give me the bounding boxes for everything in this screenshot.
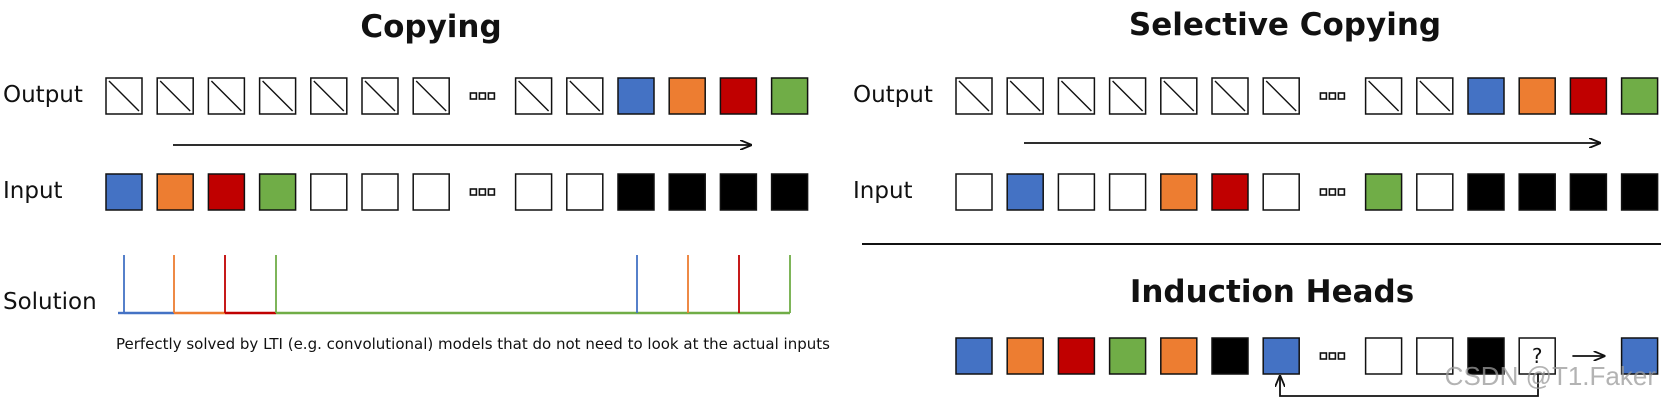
copying-caption: Perfectly solved by LTI (e.g. convolutio… — [116, 335, 830, 353]
induction-cell-white — [1364, 337, 1403, 375]
copying-input-row — [105, 173, 809, 211]
selective-output-blank-slash — [1060, 80, 1092, 112]
copying-input-cell-white — [514, 173, 553, 211]
selective-output-blank-slash — [1368, 80, 1400, 112]
copying-output-blank-slash — [108, 80, 140, 112]
watermark-text: CSDN @T1.Faker — [1445, 361, 1657, 391]
copying-output-blank-slash — [518, 80, 550, 112]
selective-output-blank-slash — [1009, 80, 1041, 112]
copying-output-blank-slash — [364, 80, 396, 112]
copying-input-cell-blue — [105, 173, 143, 211]
copying-solution-kernel — [118, 255, 791, 315]
copying-input-cell-white — [361, 173, 399, 211]
induction-cell-blue — [1262, 337, 1300, 375]
selective-output-blank-slash — [1419, 80, 1451, 112]
copying-output-blank-slash — [210, 80, 242, 112]
selective-input-cell-black — [1620, 173, 1659, 211]
induction-cell-red — [1057, 337, 1096, 375]
copying-input-cell-white — [566, 173, 604, 211]
copying-output-blank-slash — [313, 80, 345, 112]
copying-output-cell-green — [770, 77, 809, 115]
selective-output-blank-slash — [958, 80, 990, 112]
copying-output-cell-blue — [617, 77, 655, 115]
selective-input-cell-black — [1569, 173, 1608, 211]
selective-input-cell-white — [1262, 173, 1300, 211]
copying-input-cell-white — [310, 173, 348, 211]
copying-output-blank-slash — [159, 80, 191, 112]
copying-output-row — [105, 77, 809, 115]
selective-input-cell-orange — [1160, 173, 1198, 211]
copying-input-ellipsis — [469, 188, 496, 196]
induction-recall-arrow — [1280, 374, 1539, 397]
copying-input-cell-white — [412, 173, 450, 211]
selective-input-cell-blue — [1006, 173, 1044, 211]
induction-cell-orange — [1006, 337, 1044, 375]
copying-input-label: Input — [3, 178, 63, 204]
selective-input-cell-white — [1108, 173, 1147, 211]
copying-input-cell-red — [207, 173, 246, 211]
copying-output-label: Output — [3, 82, 83, 108]
copying-output-cell-orange — [668, 77, 706, 115]
selective-input-ellipsis — [1319, 188, 1346, 196]
copying-panel: Copying Output Input Solution Perfectly … — [3, 9, 830, 353]
copying-input-cell-black — [617, 173, 655, 211]
induction-query-mark: ? — [1532, 344, 1543, 368]
selective-input-cell-white — [955, 173, 993, 211]
induction-cell-white — [1416, 337, 1454, 375]
induction-cell-green — [1108, 337, 1147, 375]
selective-input-cell-black — [1518, 173, 1556, 211]
copying-input-cell-black — [770, 173, 809, 211]
induction-heads-row: ? — [955, 337, 1659, 375]
selective-input-cell-green — [1364, 173, 1403, 211]
selective-input-cell-white — [1057, 173, 1096, 211]
induction-cell-blue — [1620, 337, 1659, 375]
selective-output-blank-slash — [1214, 80, 1246, 112]
copying-output-blank-slash — [415, 80, 447, 112]
selective-output-blank-slash — [1112, 80, 1144, 112]
selective-output-blank-slash — [1163, 80, 1195, 112]
induction-cell-black — [1467, 337, 1505, 375]
copying-output-blank-slash — [569, 80, 601, 112]
induction-ellipsis — [1319, 352, 1346, 360]
copying-output-ellipsis — [469, 92, 496, 100]
selective-copying-input-row — [955, 173, 1659, 211]
selective-output-cell-blue — [1467, 77, 1505, 115]
copying-output-blank-slash — [262, 80, 294, 112]
induction-cell-blue — [955, 337, 993, 375]
induction-cell-orange — [1160, 337, 1198, 375]
induction-cell-black — [1211, 337, 1249, 375]
selective-copying-panel: Selective Copying Output Input — [853, 7, 1659, 211]
selective-output-cell-orange — [1518, 77, 1556, 115]
copying-input-cell-green — [258, 173, 297, 211]
copying-input-cell-orange — [156, 173, 194, 211]
copying-input-cell-black — [719, 173, 758, 211]
induction-heads-title: Induction Heads — [1130, 274, 1414, 310]
selective-output-ellipsis — [1319, 92, 1346, 100]
copying-output-cell-red — [719, 77, 758, 115]
selective-output-cell-red — [1569, 77, 1608, 115]
selective-copying-title: Selective Copying — [1129, 7, 1441, 43]
copying-title: Copying — [360, 9, 501, 45]
selective-copying-output-label: Output — [853, 82, 933, 108]
selective-input-cell-white — [1416, 173, 1454, 211]
copying-solution-label: Solution — [3, 289, 97, 315]
induction-heads-panel: Induction Heads ? — [955, 274, 1659, 397]
selective-input-cell-red — [1211, 173, 1249, 211]
selective-copying-input-label: Input — [853, 178, 913, 204]
copying-input-cell-black — [668, 173, 706, 211]
selective-output-cell-green — [1620, 77, 1659, 115]
selective-copying-output-row — [955, 77, 1659, 115]
selective-input-cell-black — [1467, 173, 1505, 211]
selective-output-blank-slash — [1265, 80, 1297, 112]
induction-cell-question — [1518, 337, 1556, 375]
